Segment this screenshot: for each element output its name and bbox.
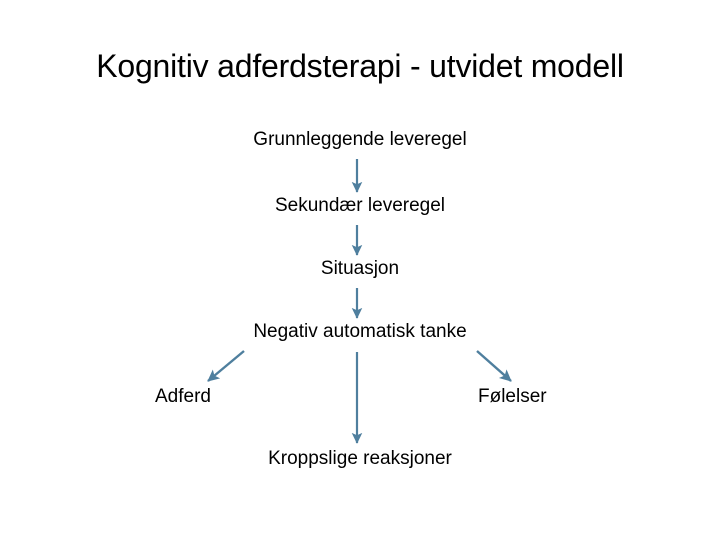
node-negativ-automatisk-tanke: Negativ automatisk tanke — [253, 321, 467, 342]
node-adferd: Adferd — [155, 386, 211, 407]
node-kroppslige-reaksjoner: Kroppslige reaksjoner — [268, 448, 452, 469]
arrow-negativ-to-folelser — [476, 350, 512, 382]
node-sekundaer-leveregel: Sekundær leveregel — [274, 195, 446, 216]
node-situasjon: Situasjon — [320, 258, 400, 279]
arrow-negativ-to-adferd — [207, 350, 245, 382]
page-title: Kognitiv adferdsterapi - utvidet modell — [96, 48, 624, 84]
node-grunnleggende-leveregel: Grunnleggende leveregel — [253, 129, 467, 150]
node-folelser: Følelser — [478, 386, 547, 407]
